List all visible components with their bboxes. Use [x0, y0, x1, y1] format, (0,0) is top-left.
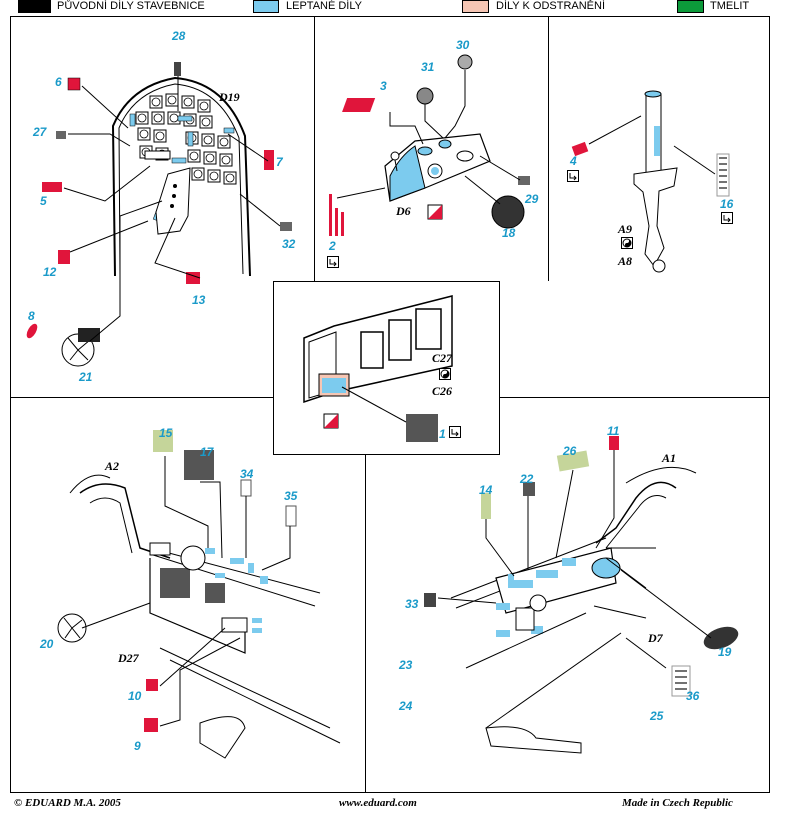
- callout-5: 5: [40, 194, 47, 208]
- callout-14: 14: [479, 483, 493, 497]
- legend-swatch-etched: [253, 0, 279, 13]
- callout-1: 1: [439, 427, 446, 441]
- callout-2: 2: [329, 239, 336, 253]
- fold-symbol-icon: [327, 256, 339, 268]
- callout-6: 6: [55, 75, 62, 89]
- part-label-a9: A9: [618, 222, 633, 236]
- legend-label-filler: TMELIT: [710, 0, 750, 12]
- callout-36: 36: [686, 689, 700, 703]
- callout-26: 26: [563, 444, 577, 458]
- fold-symbol-icon: [449, 426, 461, 438]
- part-label-a1: A1: [662, 451, 677, 465]
- callout-34: 34: [240, 467, 254, 481]
- callout-10: 10: [128, 689, 142, 703]
- callout-4: 4: [570, 154, 577, 168]
- callout-13: 13: [192, 293, 206, 307]
- part-label-d19: D19: [219, 90, 240, 104]
- panel-gunsight-drawing: [329, 54, 530, 236]
- callout-3: 3: [380, 79, 387, 93]
- callout-25: 25: [650, 709, 664, 723]
- legend-label-original: PŮVODNÍ DÍLY STAVEBNICE: [57, 0, 205, 12]
- callout-19: 19: [718, 645, 732, 659]
- divider-1: [314, 16, 315, 281]
- part-label-a8: A8: [618, 254, 633, 268]
- legend-swatch-original: [18, 0, 51, 13]
- callout-12: 12: [43, 265, 57, 279]
- callout-8: 8: [28, 309, 35, 323]
- part-label-c26: C26: [432, 384, 453, 398]
- legend-swatch-filler: [677, 0, 704, 13]
- callout-33: 33: [405, 597, 419, 611]
- legend: PŮVODNÍ DÍLY STAVEBNICE LEPTANÉ DÍLY DÍL…: [0, 0, 785, 14]
- panel-instrument-drawing: [26, 62, 292, 367]
- callout-22: 22: [520, 472, 534, 486]
- callout-30: 30: [456, 38, 470, 52]
- callout-29: 29: [525, 192, 539, 206]
- divider-5: [365, 455, 366, 793]
- divider-2: [548, 16, 549, 281]
- inset-panel-drawing: [303, 295, 453, 442]
- inset-box: C27 C26 1: [273, 281, 500, 455]
- callout-17: 17: [200, 445, 214, 459]
- part-label-d27: D27: [118, 651, 139, 665]
- callout-9: 9: [134, 739, 141, 753]
- callout-28: 28: [172, 29, 186, 43]
- legend-label-etched: LEPTANÉ DÍLY: [286, 0, 363, 12]
- part-label-d7: D7: [648, 631, 663, 645]
- callout-11: 11: [607, 424, 620, 438]
- panel-stick-drawing: [571, 90, 730, 273]
- callout-32: 32: [282, 237, 296, 251]
- callout-31: 31: [421, 60, 435, 74]
- yin-yang-symbol-icon: [621, 237, 633, 249]
- yin-yang-symbol-icon: [439, 368, 451, 380]
- callout-18: 18: [502, 226, 516, 240]
- callout-27: 27: [33, 125, 47, 139]
- panel-right-console-drawing: [424, 436, 739, 754]
- part-label-c27: C27: [432, 351, 453, 365]
- footer-made-in: Made in Czech Republic: [622, 797, 733, 809]
- diagram-frame: [10, 16, 770, 793]
- callout-16: 16: [720, 197, 734, 211]
- legend-swatch-remove: [462, 0, 489, 13]
- callout-35: 35: [284, 489, 298, 503]
- callout-20: 20: [40, 637, 54, 651]
- callout-21: 21: [79, 370, 93, 384]
- callout-7: 7: [276, 155, 283, 169]
- callout-15: 15: [159, 426, 173, 440]
- fold-symbol-icon: [721, 212, 733, 224]
- divider-4: [500, 397, 770, 398]
- panel-left-console-drawing: [57, 430, 341, 759]
- fold-symbol-icon: [567, 170, 579, 182]
- callout-24: 24: [399, 699, 413, 713]
- callout-23: 23: [399, 658, 413, 672]
- footer-website[interactable]: www.eduard.com: [339, 797, 417, 809]
- footer-copyright: © EDUARD M.A. 2005: [14, 797, 121, 809]
- part-label-d6: D6: [396, 204, 411, 218]
- part-label-a2: A2: [105, 459, 120, 473]
- legend-label-remove: DÍLY K ODSTRANĚNÍ: [496, 0, 606, 12]
- divider-3: [10, 397, 273, 398]
